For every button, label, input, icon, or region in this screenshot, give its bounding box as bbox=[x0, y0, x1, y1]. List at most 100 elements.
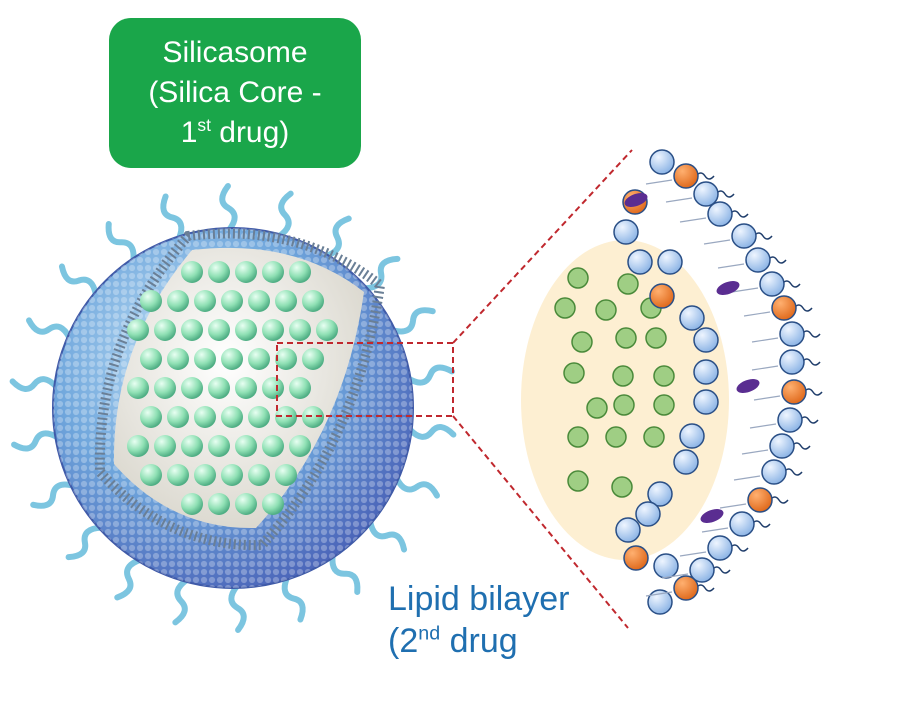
drug-dot bbox=[563, 362, 585, 384]
caption-line-2: (2nd drug bbox=[388, 622, 518, 660]
second-drug-molecule bbox=[700, 509, 724, 523]
lipid-tail bbox=[665, 197, 693, 203]
lipid-head bbox=[657, 249, 683, 275]
drug-dot bbox=[645, 327, 667, 349]
silica-pore bbox=[181, 377, 203, 399]
lipid-head bbox=[769, 433, 795, 459]
peg-chain bbox=[329, 552, 361, 595]
drug-dot bbox=[612, 365, 634, 387]
second-drug-molecule bbox=[716, 281, 740, 295]
silica-pore bbox=[194, 406, 216, 428]
silica-pore bbox=[167, 348, 189, 370]
second-drug-molecule bbox=[624, 193, 648, 207]
silica-pore bbox=[262, 377, 284, 399]
lipid-head bbox=[693, 389, 719, 415]
peg-chain bbox=[65, 524, 105, 561]
silica-pore bbox=[235, 493, 257, 515]
peg-chain bbox=[393, 475, 440, 499]
label-line-3: 1st drug) bbox=[180, 115, 290, 149]
lipid-head bbox=[759, 271, 785, 297]
lipid-head bbox=[747, 487, 773, 513]
silica-pore bbox=[302, 290, 324, 312]
peg-chain bbox=[390, 307, 436, 335]
peg-chain bbox=[114, 556, 144, 601]
lipid-tail bbox=[729, 210, 749, 218]
silica-pore bbox=[221, 406, 243, 428]
lipid-head bbox=[613, 219, 639, 245]
silica-pore bbox=[154, 435, 176, 457]
zoom-line-top bbox=[452, 149, 633, 344]
lipid-tail bbox=[769, 496, 789, 504]
lipid-head bbox=[649, 149, 675, 175]
silica-pore bbox=[316, 319, 338, 341]
silica-pore bbox=[221, 290, 243, 312]
lipid-tail bbox=[679, 217, 707, 223]
lipid-head bbox=[693, 327, 719, 353]
silica-pore bbox=[154, 319, 176, 341]
lipid-tail bbox=[767, 256, 787, 264]
lipid-tail bbox=[701, 527, 729, 533]
lipid-head bbox=[729, 511, 755, 537]
zoom-box-icon bbox=[276, 342, 454, 417]
peg-chain bbox=[26, 317, 73, 341]
peg-chain bbox=[160, 193, 185, 242]
drug-dot bbox=[617, 273, 639, 295]
silica-pore bbox=[208, 377, 230, 399]
lipid-tail bbox=[645, 179, 673, 185]
silica-pore bbox=[208, 261, 230, 283]
silica-pore bbox=[167, 290, 189, 312]
bilayer-heads bbox=[613, 149, 823, 615]
silica-pore bbox=[235, 377, 257, 399]
silica-pore bbox=[235, 319, 257, 341]
caption-line-1: Lipid bilayer bbox=[388, 580, 570, 618]
silica-pore bbox=[208, 493, 230, 515]
drug-dot bbox=[615, 327, 637, 349]
peg-chain bbox=[219, 183, 238, 234]
lipid-head bbox=[707, 535, 733, 561]
lipid-tail bbox=[753, 395, 781, 401]
drug-dot bbox=[613, 394, 635, 416]
lipid-head bbox=[693, 359, 719, 385]
lipid-tail bbox=[695, 584, 715, 592]
label-line-2: (Silica Core - bbox=[148, 76, 322, 109]
silicasome-label: Silicasome (Silica Core - 1st drug) bbox=[109, 18, 361, 168]
lipid-tail bbox=[753, 232, 773, 240]
peg-chain bbox=[58, 263, 99, 298]
lipid-tail bbox=[715, 190, 735, 198]
silica-pore bbox=[275, 290, 297, 312]
first-drug-dots bbox=[554, 267, 675, 498]
drug-dot bbox=[605, 426, 627, 448]
silica-pore bbox=[181, 319, 203, 341]
silica-pore bbox=[194, 348, 216, 370]
lipid-tail bbox=[695, 172, 715, 180]
silica-pore bbox=[262, 261, 284, 283]
silica-pore bbox=[235, 435, 257, 457]
silica-pore bbox=[208, 435, 230, 457]
silica-pore bbox=[140, 290, 162, 312]
peg-chain bbox=[361, 255, 401, 292]
silica-pore bbox=[275, 464, 297, 486]
silica-pore bbox=[302, 348, 324, 370]
silica-pore bbox=[248, 464, 270, 486]
lipid-head bbox=[779, 321, 805, 347]
silica-pore bbox=[181, 261, 203, 283]
lipid-tail bbox=[783, 468, 803, 476]
lipid-head bbox=[635, 501, 661, 527]
drug-dot bbox=[586, 397, 608, 419]
peg-chain bbox=[172, 576, 190, 626]
peg-chain bbox=[276, 190, 294, 240]
silica-pore bbox=[127, 435, 149, 457]
lipid-tail bbox=[719, 503, 747, 509]
lipid-head bbox=[761, 459, 787, 485]
lipid-tail bbox=[751, 365, 779, 371]
silica-pore bbox=[140, 348, 162, 370]
drug-dot bbox=[595, 299, 617, 321]
lipid-tail bbox=[733, 475, 761, 481]
lipid-head bbox=[777, 407, 803, 433]
lipid-head bbox=[673, 575, 699, 601]
lipid-head bbox=[745, 247, 771, 273]
silica-pore bbox=[140, 464, 162, 486]
silica-pore bbox=[248, 348, 270, 370]
silica-pore bbox=[154, 377, 176, 399]
drug-dot bbox=[567, 267, 589, 289]
